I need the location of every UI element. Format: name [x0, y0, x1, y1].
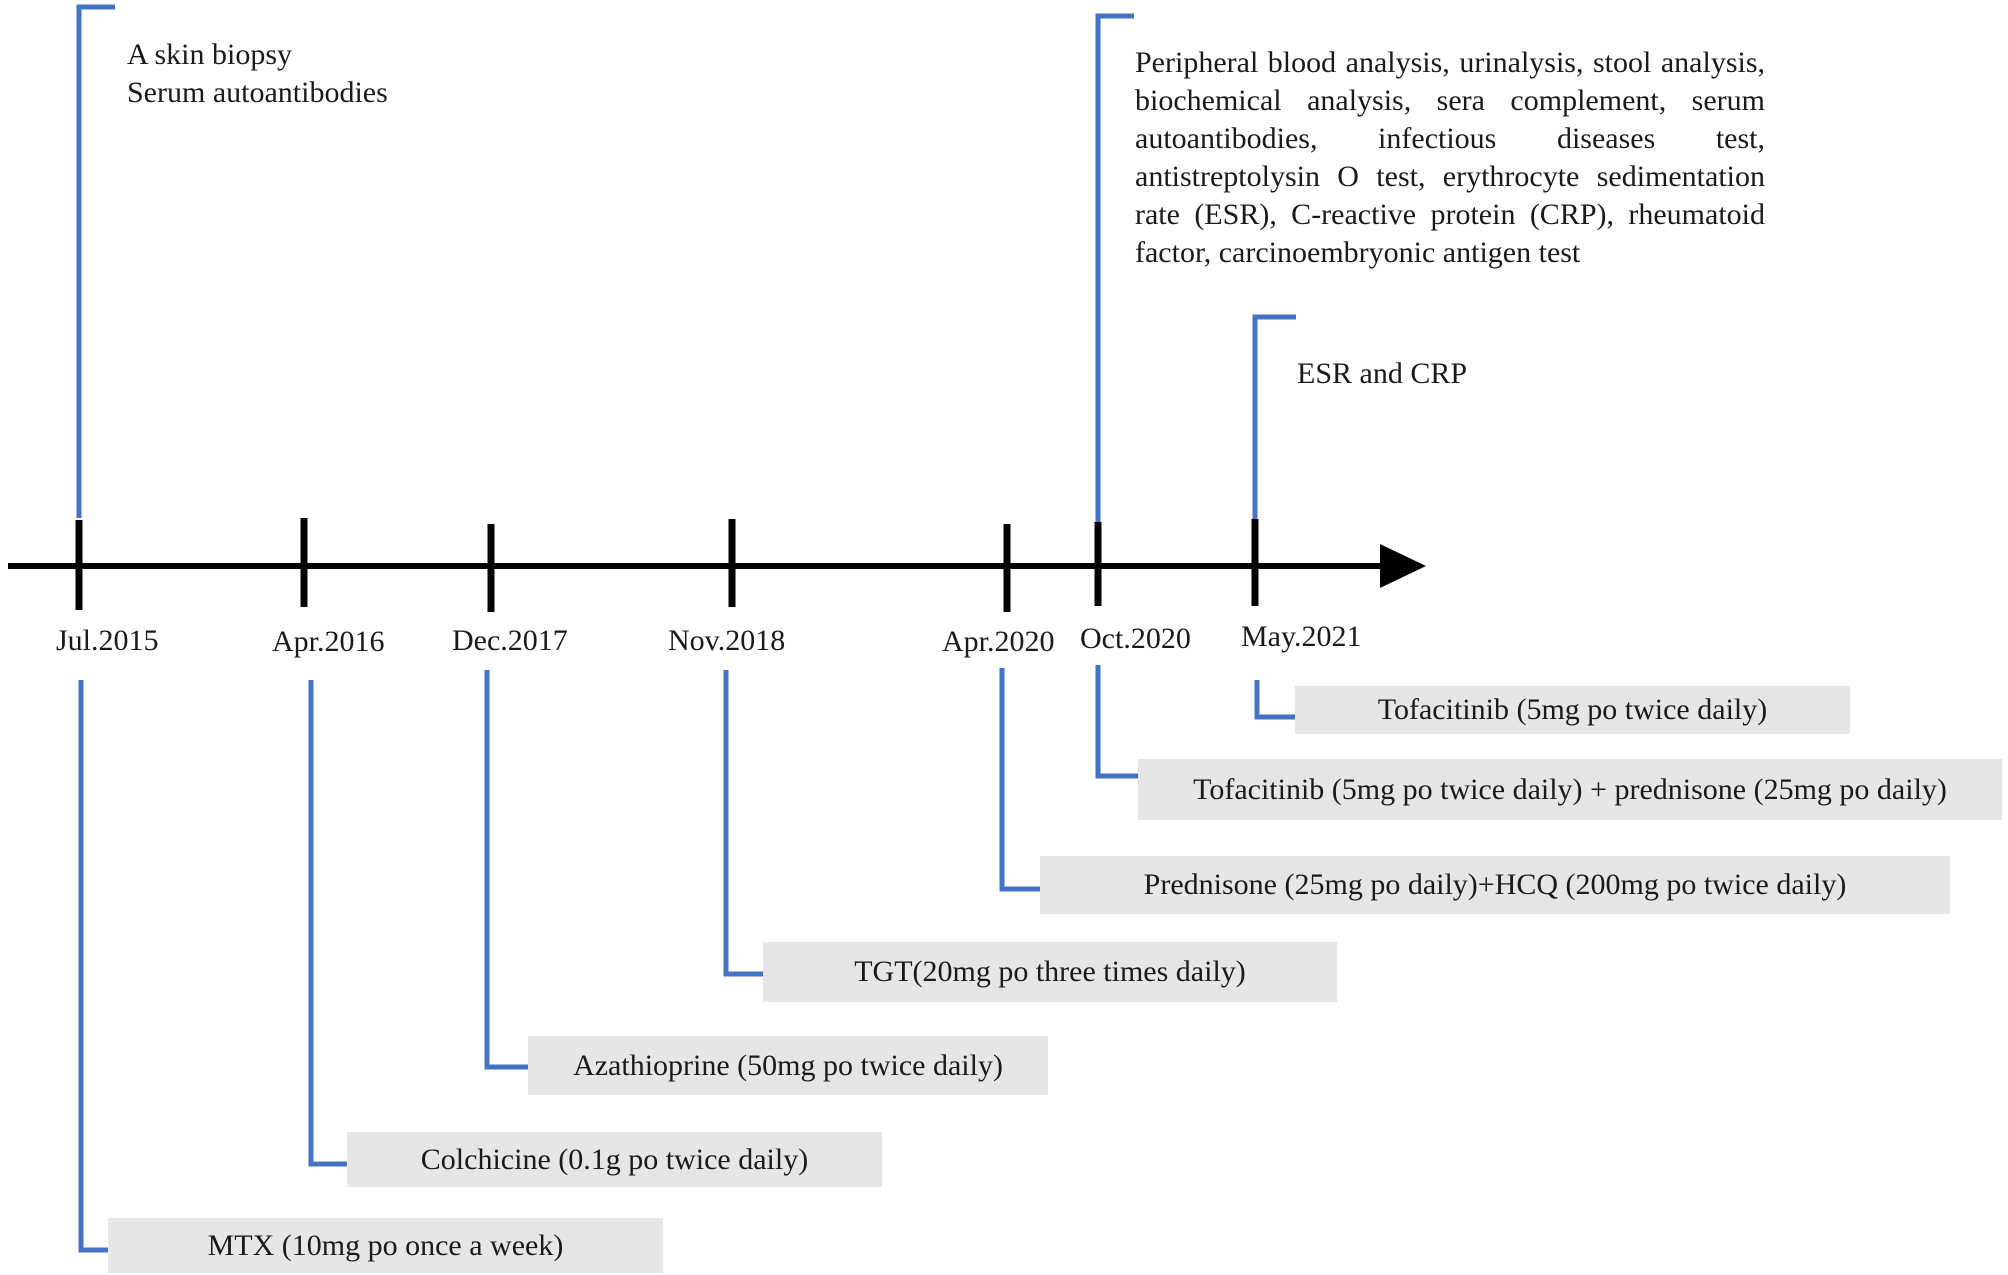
treatment-label-apr-2020: Prednisone (25mg po daily)+HCQ (200mg po…	[1143, 868, 1847, 901]
treatment-connector-apr-2016	[308, 680, 347, 1167]
treatment-label-dec-2017: Azathioprine (50mg po twice daily)	[573, 1048, 1003, 1082]
exam-bracket-jul-2015	[76, 4, 115, 518]
treatment-label-nov-2018: TGT(20mg po three times daily)	[854, 955, 1246, 988]
treatment-label-oct-2020: Tofacitinib (5mg po twice daily) + predn…	[1193, 772, 1947, 806]
treatment-label-apr-2016: Colchicine (0.1g po twice daily)	[420, 1142, 809, 1176]
date-label-oct-2020: Oct.2020	[1080, 622, 1191, 655]
treatment-box-apr-2020: Prednisone (25mg po daily)+HCQ (200mg po…	[1040, 856, 1950, 914]
date-label-apr-2016: Apr.2016	[272, 625, 385, 658]
date-label-apr-2020: Apr.2020	[942, 625, 1055, 658]
timeline-arrowhead	[1380, 544, 1426, 588]
treatment-box-may-2021: Tofacitinib (5mg po twice daily)	[1295, 686, 1850, 734]
treatment-connector-dec-2017	[484, 670, 528, 1070]
treatment-connector-may-2021	[1254, 680, 1295, 720]
treatment-label-may-2021: Tofacitinib (5mg po twice daily)	[1377, 693, 1768, 726]
treatment-connector-nov-2018	[723, 670, 763, 977]
treatment-label-jul-2015: MTX (10mg po once a week)	[207, 1228, 564, 1262]
exam-note-jul-2015-line2: Serum autoantibodies	[127, 76, 388, 109]
exam-note-may-2021: ESR and CRP	[1297, 357, 1468, 390]
treatment-connector-oct-2020	[1095, 665, 1138, 779]
treatment-box-nov-2018: TGT(20mg po three times daily)	[763, 942, 1337, 1002]
treatment-connector-apr-2020	[999, 668, 1040, 892]
treatment-box-oct-2020: Tofacitinib (5mg po twice daily) + predn…	[1138, 759, 2002, 820]
treatment-box-dec-2017: Azathioprine (50mg po twice daily)	[528, 1036, 1048, 1095]
exam-bracket-oct-2020	[1095, 13, 1134, 522]
exam-bracket-may-2021	[1252, 314, 1296, 519]
exam-note-jul-2015-line1: A skin biopsy	[127, 38, 293, 71]
date-label-dec-2017: Dec.2017	[452, 624, 568, 657]
exam-note-oct-2020: Peripheral blood analysis, urinalysis, s…	[1135, 46, 1765, 269]
treatment-box-jul-2015: MTX (10mg po once a week)	[108, 1218, 663, 1273]
date-label-may-2021: May.2021	[1241, 620, 1362, 653]
date-label-jul-2015: Jul.2015	[56, 624, 159, 657]
treatment-box-apr-2016: Colchicine (0.1g po twice daily)	[347, 1132, 882, 1187]
treatment-connector-jul-2015	[78, 680, 108, 1253]
date-label-nov-2018: Nov.2018	[668, 624, 786, 657]
